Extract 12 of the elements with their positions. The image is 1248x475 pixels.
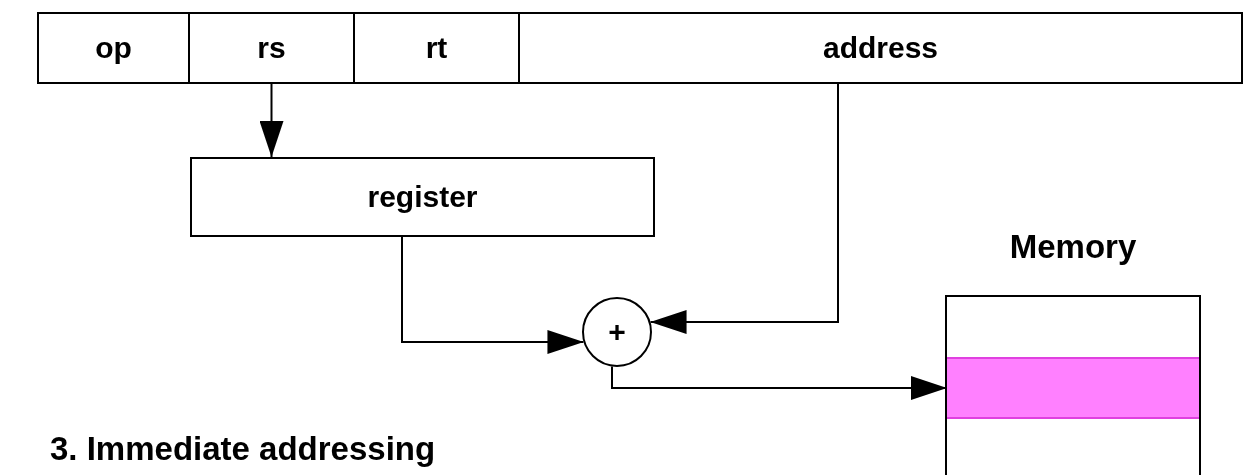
memory-heading: Memory [1008,228,1138,266]
field-cell: rt [353,12,520,84]
field-cell: rs [188,12,355,84]
field-cell: address [518,12,1243,84]
arrow [401,236,585,354]
arrow [649,83,839,334]
highlighted-memory-row [947,357,1199,419]
field-cell: op [37,12,190,84]
caption: 3. Immediate addressing [50,430,436,468]
arrow [259,83,284,158]
register-box: register [190,157,655,237]
adder-circle: + [582,297,652,367]
